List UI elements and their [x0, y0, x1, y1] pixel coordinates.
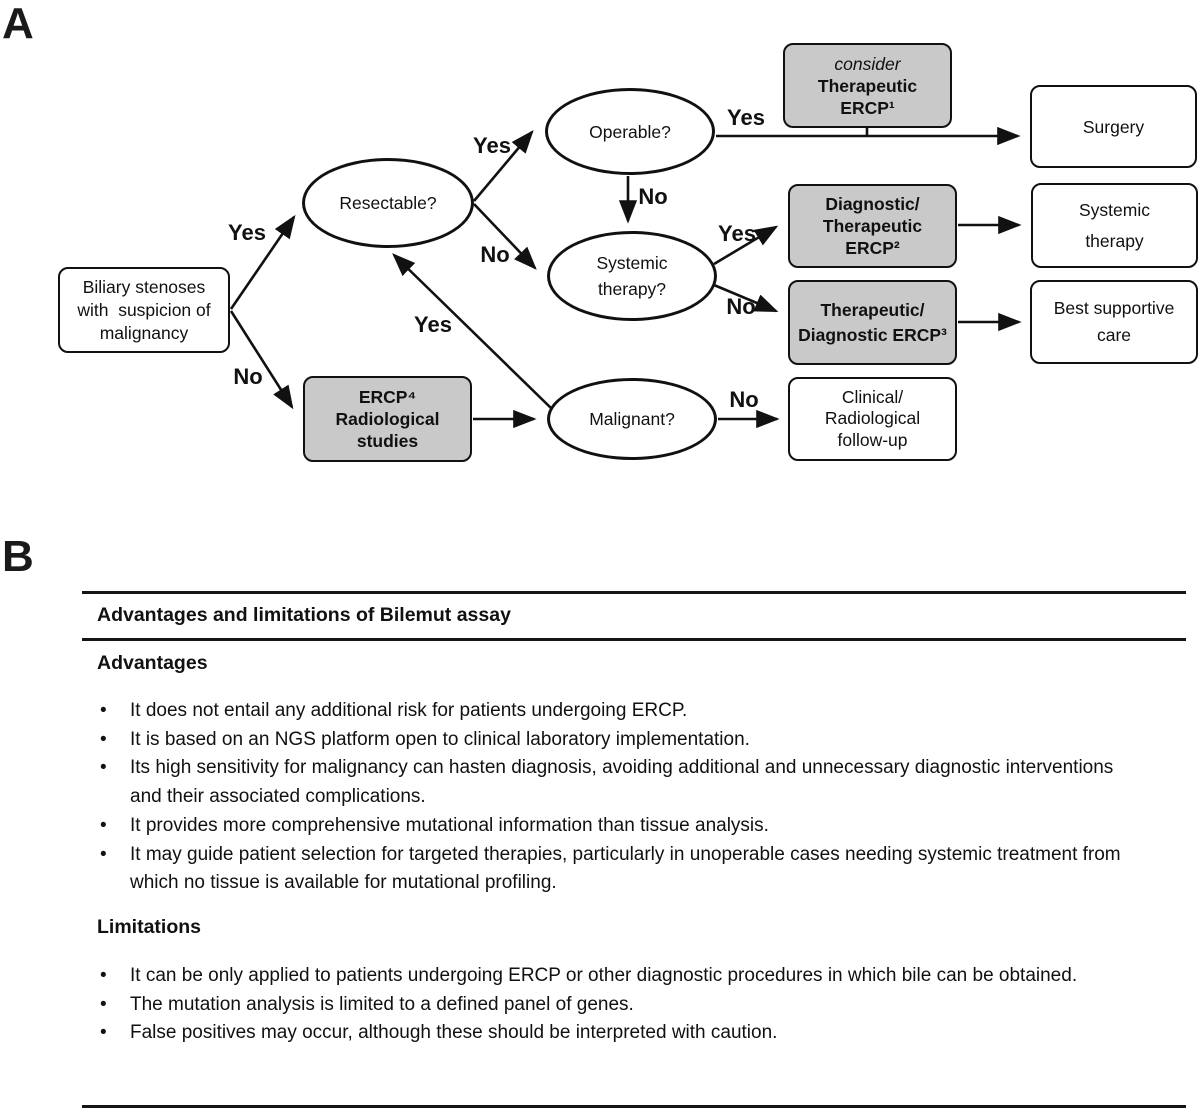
limitation-item: False positives may occur, although thes… — [82, 1019, 1127, 1048]
advantages-list: It does not entail any additional risk f… — [82, 697, 1127, 898]
edge-label-yes-resectable: Yes — [228, 220, 266, 245]
advantage-item: It may guide patient selection for targe… — [82, 841, 1127, 898]
limitation-item: It can be only applied to patients under… — [82, 962, 1127, 991]
table-top-rule — [82, 591, 1186, 594]
table-bottom-rule — [82, 1105, 1186, 1108]
limitations-heading: Limitations — [97, 916, 202, 938]
flow-arrows — [229, 126, 1022, 429]
edge-label-yes-surgery: Yes — [727, 105, 765, 130]
edge-label-yes-diag-ercp: Yes — [718, 221, 756, 246]
limitation-item: The mutation analysis is limited to a de… — [82, 991, 1127, 1020]
edge-label-no-systemic-question: No — [480, 242, 510, 267]
edge-label-no-operable-down: No — [638, 184, 668, 209]
node-best-supportive-care: Best supportive care — [1030, 280, 1198, 364]
panel-a-label: A — [2, 0, 34, 48]
node-malignant: Malignant? — [547, 378, 717, 460]
node-therapeutic-diagnostic-ercp: Therapeutic/ Diagnostic ERCP³ — [788, 280, 957, 365]
edge-label-no-followup: No — [729, 387, 759, 412]
node-systemic-therapy-question: Systemic therapy? — [547, 231, 717, 321]
node-diagnostic-therapeutic-ercp: Diagnostic/ Therapeutic ERCP² — [788, 184, 957, 268]
node-biliary-stenoses: Biliary stenoses with suspicion of malig… — [58, 267, 230, 353]
edge-label-no-ercp4: No — [233, 364, 263, 389]
flowchart-panel: A Biliary stenoses with suspicion of — [0, 0, 1200, 525]
node-consider-therapeutic-ercp: consider Therapeutic ERCP¹ — [783, 43, 952, 128]
node-resectable: Resectable? — [302, 158, 474, 248]
edge-label-no-ther-ercp: No — [726, 294, 756, 319]
advantage-item: It provides more comprehensive mutationa… — [82, 812, 1127, 841]
node-systemic-therapy: Systemic therapy — [1031, 183, 1198, 268]
edge-label-yes-malignant-return: Yes — [414, 312, 452, 337]
table-header-rule — [82, 638, 1186, 641]
limitations-list: It can be only applied to patients under… — [82, 962, 1127, 1048]
advantage-item: It does not entail any additional risk f… — [82, 697, 1127, 726]
advantage-item: Its high sensitivity for malignancy can … — [82, 754, 1127, 811]
advantages-heading: Advantages — [97, 652, 208, 674]
edge-label-yes-operable: Yes — [473, 133, 511, 158]
table-title: Advantages and limitations of Bilemut as… — [97, 604, 511, 626]
advantage-item: It is based on an NGS platform open to c… — [82, 726, 1127, 755]
node-surgery: Surgery — [1030, 85, 1197, 168]
node-operable: Operable? — [545, 88, 715, 175]
panel-b-label: B — [2, 532, 34, 581]
node-ercp-radiological-studies: ERCP⁴ Radiological studies — [303, 376, 472, 462]
node-clinical-radiological-followup: Clinical/ Radiological follow-up — [788, 377, 957, 461]
